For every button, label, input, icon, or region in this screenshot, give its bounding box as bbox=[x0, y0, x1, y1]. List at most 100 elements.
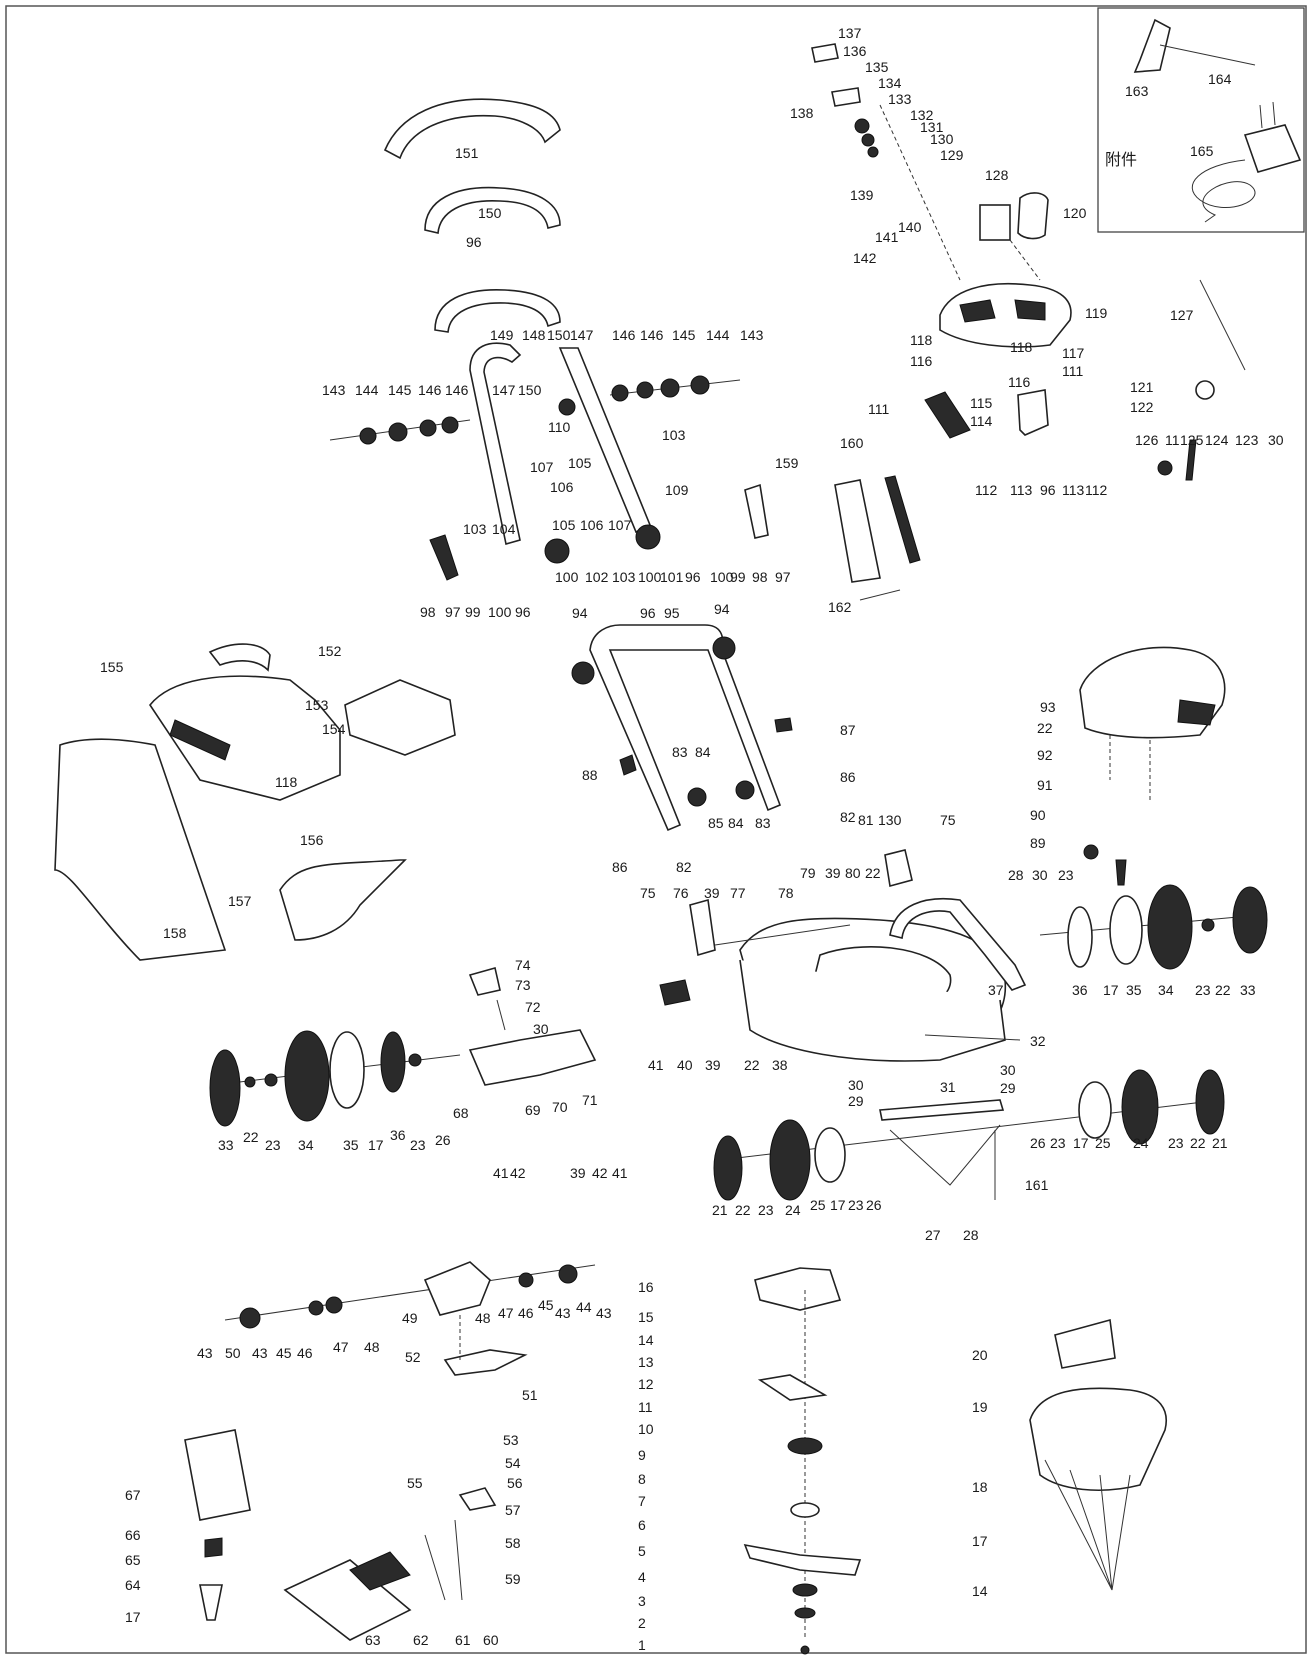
part-37-rear-handle bbox=[889, 898, 1027, 991]
part-62-panel bbox=[349, 1551, 411, 1591]
callout: 30 bbox=[1268, 432, 1284, 448]
callout: 82 bbox=[676, 859, 692, 875]
callout: 12 bbox=[638, 1376, 654, 1392]
callout: 92 bbox=[1037, 747, 1053, 763]
callout: 119 bbox=[1085, 305, 1108, 321]
callout: 42 bbox=[510, 1165, 526, 1181]
part-163-plug-head bbox=[1133, 18, 1171, 73]
callout: 34 bbox=[1158, 982, 1174, 998]
inset-part-label: 165 bbox=[1190, 143, 1214, 159]
knob-right bbox=[635, 524, 661, 550]
part-1-bolt bbox=[800, 1645, 810, 1655]
part-159-strap bbox=[834, 479, 881, 583]
part-60-rod bbox=[454, 1519, 463, 1601]
right-front-wheel-set bbox=[1039, 884, 1268, 970]
part-7-hub bbox=[790, 1502, 820, 1518]
callout: 139 bbox=[850, 187, 874, 203]
callout: 52 bbox=[405, 1349, 421, 1365]
part-162-clip bbox=[859, 589, 901, 601]
callout: 46 bbox=[297, 1345, 313, 1361]
left-front-wheel-set bbox=[209, 967, 597, 1127]
callout: 150 bbox=[547, 327, 571, 343]
callout: 64 bbox=[125, 1577, 141, 1593]
part-165-charger bbox=[1243, 124, 1302, 173]
callout: 74 bbox=[515, 957, 531, 973]
callout: 29 bbox=[1000, 1080, 1016, 1096]
callout: 98 bbox=[752, 569, 768, 585]
callout: 100 bbox=[710, 569, 734, 585]
inset-accessory-label: 附件 bbox=[1105, 151, 1137, 169]
part-24-tire bbox=[1121, 1069, 1159, 1145]
callout: 127 bbox=[1170, 307, 1194, 323]
callout: 51 bbox=[522, 1387, 538, 1403]
callout: 23 bbox=[410, 1137, 426, 1153]
part-50-gear bbox=[239, 1307, 261, 1329]
callout: 1 bbox=[638, 1637, 646, 1653]
part-46-washer bbox=[308, 1300, 324, 1316]
callout: 22 bbox=[735, 1202, 751, 1218]
part-90-nut bbox=[1083, 844, 1099, 860]
callout: 114 bbox=[970, 413, 993, 429]
callout: 26 bbox=[1030, 1135, 1046, 1151]
part-21-cap bbox=[713, 1135, 743, 1201]
callout: 22 bbox=[744, 1057, 760, 1073]
part-16-motor-plate bbox=[754, 1267, 842, 1311]
callout: 120 bbox=[1063, 205, 1087, 221]
callout: 19 bbox=[972, 1399, 988, 1415]
callout: 141 bbox=[875, 229, 899, 245]
part-154-cover bbox=[344, 679, 456, 756]
callout: 33 bbox=[1240, 982, 1256, 998]
callout: 124 bbox=[1205, 432, 1229, 448]
housing-leads bbox=[1044, 1459, 1131, 1591]
callout: 17 bbox=[972, 1533, 988, 1549]
part-128-switch-box bbox=[979, 204, 1011, 241]
console-cutout bbox=[1014, 299, 1046, 321]
callout: 102 bbox=[585, 569, 609, 585]
callout: 25 bbox=[810, 1197, 826, 1213]
callout: 87 bbox=[840, 722, 856, 738]
callout: 28 bbox=[963, 1227, 979, 1243]
callout: 23 bbox=[848, 1197, 864, 1213]
part-127-rod bbox=[1199, 279, 1246, 371]
callout: 101 bbox=[660, 569, 684, 585]
part-97-lever-right bbox=[744, 483, 769, 539]
callout: 60 bbox=[483, 1632, 499, 1648]
callout: 38 bbox=[772, 1057, 788, 1073]
part-35-ring bbox=[1109, 895, 1143, 965]
part-21-cap bbox=[1195, 1069, 1225, 1135]
part-153-lid bbox=[149, 675, 341, 801]
callout: 53 bbox=[503, 1432, 519, 1448]
callout: 116 bbox=[1008, 374, 1031, 390]
callout: 136 bbox=[843, 43, 867, 59]
callout: 39 bbox=[704, 885, 720, 901]
part-24-tire bbox=[769, 1119, 811, 1201]
callout: 11 bbox=[1165, 432, 1180, 448]
callout: 30 bbox=[533, 1021, 549, 1037]
part-78-rod bbox=[714, 924, 851, 946]
part-32-lead bbox=[924, 1034, 1021, 1041]
callout: 134 bbox=[878, 75, 902, 91]
callout: 56 bbox=[507, 1475, 523, 1491]
washer bbox=[408, 1053, 422, 1067]
part-151-grip bbox=[383, 98, 561, 160]
callout: 135 bbox=[865, 59, 889, 75]
callout: 30 bbox=[1000, 1062, 1016, 1078]
washer bbox=[636, 381, 654, 399]
part-3-washer bbox=[794, 1607, 816, 1619]
callout: 112 bbox=[1085, 482, 1108, 498]
callout: 138 bbox=[790, 105, 814, 121]
callout: 84 bbox=[695, 744, 711, 760]
callout: 28 bbox=[1008, 867, 1024, 883]
part-158-bag bbox=[54, 738, 227, 961]
callout: 125 bbox=[1180, 432, 1204, 448]
part-89-bolt bbox=[1115, 859, 1127, 886]
callout: 31 bbox=[940, 1079, 956, 1095]
callout: 55 bbox=[407, 1475, 423, 1491]
callout: 62 bbox=[413, 1632, 429, 1648]
callout: 143 bbox=[322, 382, 346, 398]
callout: 23 bbox=[1050, 1135, 1066, 1151]
part-20-label bbox=[1054, 1318, 1116, 1369]
callout: 150 bbox=[518, 382, 542, 398]
callout: 59 bbox=[505, 1571, 521, 1587]
